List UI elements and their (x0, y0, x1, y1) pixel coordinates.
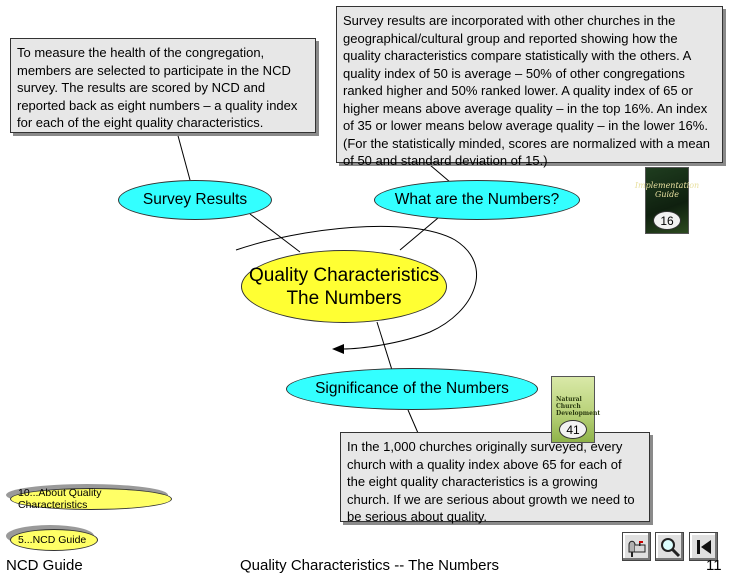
nav-link-about-label: 10...About Quality Characteristics (18, 487, 102, 511)
line-significance-to-note (407, 409, 419, 434)
line-center-to-significance (376, 321, 393, 371)
book-ncd-badge: 41 (559, 420, 587, 439)
mailbox-button[interactable] (622, 532, 651, 561)
footer-title: Quality Characteristics -- The Numbers (240, 557, 499, 574)
node-what-are-the-numbers[interactable]: What are the Numbers? (374, 180, 580, 220)
cycle-arrowhead (332, 344, 344, 354)
footer-page-number: 11 (706, 557, 722, 574)
line-survey-results-to-center (249, 213, 301, 253)
line-note-to-numbers (429, 164, 451, 183)
first-page-icon (696, 539, 711, 554)
nav-link-guide-label: 5...NCD Guide (18, 534, 87, 546)
node-significance-label: Significance of the Numbers (315, 380, 509, 397)
line-note-to-survey-results (176, 131, 191, 181)
book-ncd-cover-line1: Natural (556, 396, 582, 403)
nav-link-about-quality-characteristics[interactable]: 10...About Quality Characteristics (10, 487, 172, 511)
node-significance[interactable]: Significance of the Numbers (286, 368, 538, 410)
first-page-button[interactable] (689, 532, 718, 561)
book-guide-cover-text: Implementation Guide (635, 181, 699, 199)
node-center[interactable]: Quality Characteristics The Numbers (241, 250, 447, 323)
node-center-line1: Quality Characteristics (248, 264, 440, 286)
search-button[interactable] (655, 532, 684, 561)
book-ncd-cover-line2: Church (556, 403, 581, 410)
book-ncd-cover-line3: Development (556, 410, 601, 417)
note-churches: In the 1,000 churches originally surveye… (340, 432, 650, 524)
nav-link-ncd-guide[interactable]: 5...NCD Guide (10, 529, 98, 551)
note-measure-text: To measure the health of the congregatio… (17, 45, 298, 130)
line-numbers-to-center (399, 217, 439, 251)
note-survey: Survey results are incorporated with oth… (336, 6, 723, 168)
mailbox-icon (628, 540, 645, 557)
book-guide-cover-line1: Implementation (634, 181, 700, 190)
note-churches-text: In the 1,000 churches originally surveye… (347, 439, 635, 524)
note-survey-text: Survey results are incorporated with oth… (343, 13, 711, 168)
book-natural-church-development[interactable]: Natural Church Development 41 (551, 376, 600, 443)
book-implementation-guide[interactable]: Implementation Guide 16 (635, 167, 699, 234)
node-survey-results-label: Survey Results (142, 191, 248, 208)
book-guide-badge: 16 (653, 211, 681, 230)
footer-left: NCD Guide (6, 557, 83, 574)
node-center-line2: The Numbers (286, 287, 402, 309)
cycle-arrow (235, 225, 478, 350)
node-survey-results[interactable]: Survey Results (118, 180, 272, 220)
book-guide-cover-line2: Guide (655, 190, 679, 199)
magnifier-icon (660, 537, 680, 557)
book-ncd-cover-text: Natural Church Development (552, 396, 600, 417)
note-measure: To measure the health of the congregatio… (10, 38, 316, 133)
node-numbers-label: What are the Numbers? (394, 191, 560, 208)
